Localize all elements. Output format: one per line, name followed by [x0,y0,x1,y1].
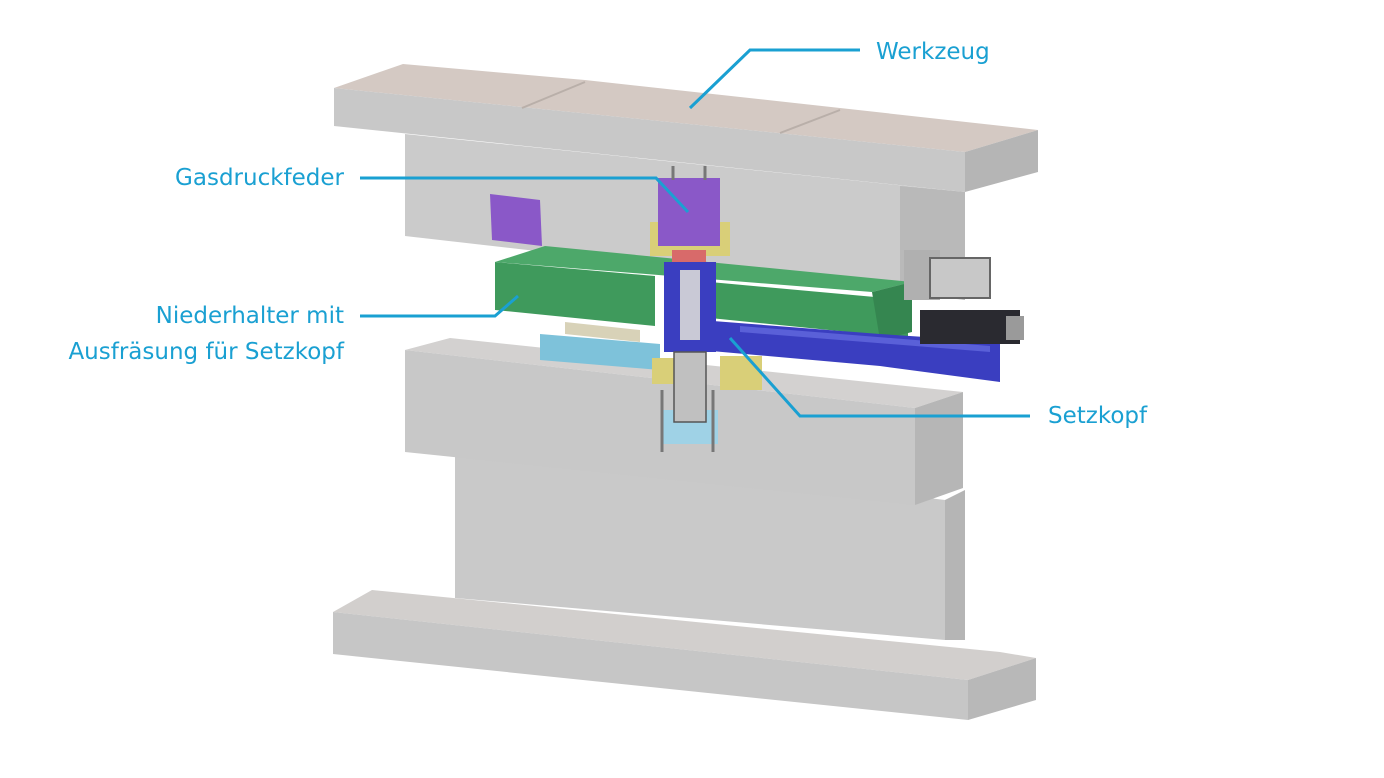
callout-line-gasdruckfeder [360,176,690,214]
lower-insert-yellow [720,356,762,390]
callout-line-niederhalter [360,294,519,318]
spring-rod-red [672,250,706,264]
label-niederhalter-line1: Niederhalter mit [155,303,344,329]
label-werkzeug: Werkzeug [876,39,990,65]
base-plate-front [333,612,968,720]
lower-block-side [915,392,963,505]
lower-block-front [405,350,915,505]
label-niederhalter-line2: Ausfräsung für Setzkopf [68,339,344,365]
gas-spring-left [490,194,542,246]
setting-head-core [680,270,700,340]
hold-down-front [495,262,655,326]
hold-down-front-right [710,282,908,338]
feeder-cylinder-cap [1006,316,1024,340]
support-web-side [945,490,965,640]
pin-stack [673,351,707,423]
base-plate-side [968,658,1036,720]
lower-insert-yellow-left [652,358,676,384]
top-plate-seam-left [521,81,586,109]
lower-insert-beige [565,322,640,342]
lower-insert-lightblue [540,334,660,370]
callout-line-setzkopf [728,336,1030,418]
base-plate-top [333,590,1036,680]
top-plate-front [334,88,965,192]
top-plate-side [965,130,1038,192]
top-plate-top [334,64,1038,152]
hold-down-side [872,282,912,340]
label-gasdruckfeder: Gasdruckfeder [175,165,344,191]
label-setzkopf: Setzkopf [1048,403,1148,429]
setting-head-arm-highlight [740,326,990,352]
feeder-cylinder [920,310,1020,344]
setting-head-arm [700,320,1000,382]
feeder-housing [929,257,991,299]
callout-line-werkzeug [688,48,860,110]
top-plate-seam-right [779,109,841,134]
